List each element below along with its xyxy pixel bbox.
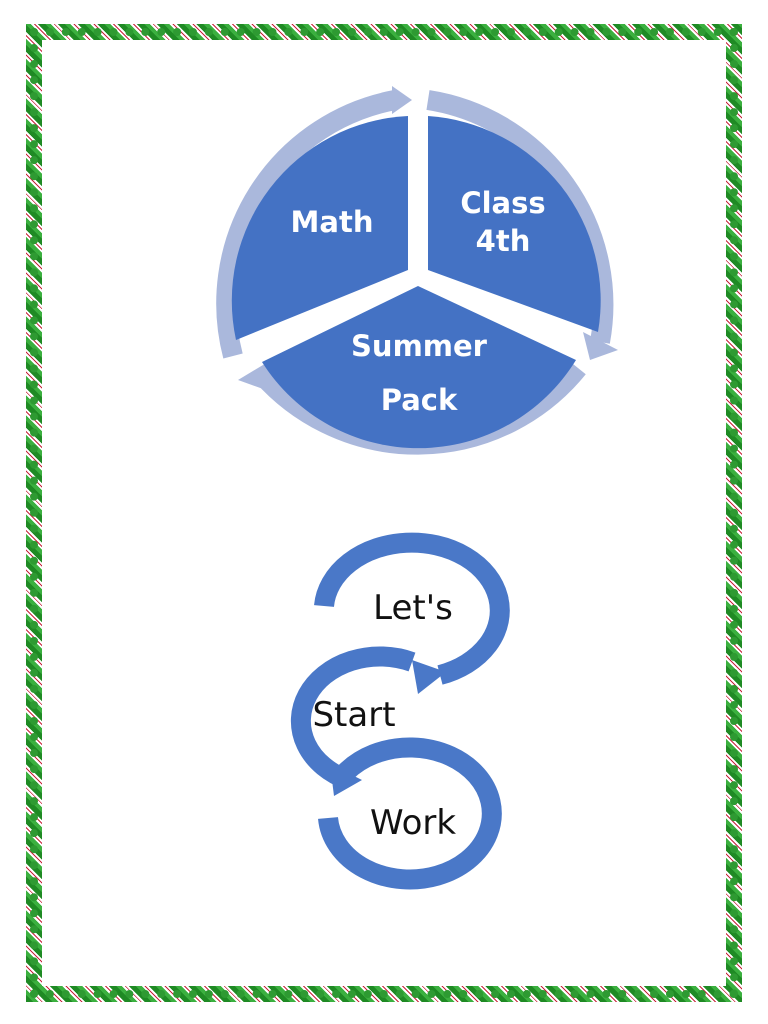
cycle-label-class: Class bbox=[460, 186, 545, 220]
flow-arc-lets bbox=[314, 532, 510, 685]
cycle-segment-class bbox=[428, 116, 601, 332]
cycle-arrowhead-right bbox=[583, 332, 618, 360]
flow-arrowhead-lets bbox=[412, 660, 446, 694]
cycle-segment-math bbox=[231, 116, 408, 340]
cycle-arrowhead-top bbox=[392, 86, 412, 114]
flow-arrowhead-start bbox=[330, 764, 362, 796]
flow-arc-start bbox=[290, 646, 416, 790]
cycle-ring-arc-class bbox=[426, 90, 614, 344]
cycle-label-pack: Pack bbox=[381, 383, 458, 417]
cycle-segment-summer bbox=[262, 286, 576, 449]
flow-diagram bbox=[290, 532, 510, 890]
flow-arc-work bbox=[318, 737, 502, 890]
cycle-label-math: Math bbox=[291, 205, 374, 239]
flow-label-lets: Let's bbox=[373, 588, 453, 628]
cycle-label-4th: 4th bbox=[476, 224, 531, 258]
cycle-diagram: Math Class 4th Summer Pack bbox=[216, 86, 618, 455]
flow-label-start: Start bbox=[312, 695, 395, 735]
flow-label-work: Work bbox=[370, 803, 456, 843]
cycle-label-summer: Summer bbox=[351, 329, 488, 363]
cycle-arrowhead-left bbox=[238, 362, 268, 390]
cycle-ring-arc-math bbox=[216, 90, 397, 359]
